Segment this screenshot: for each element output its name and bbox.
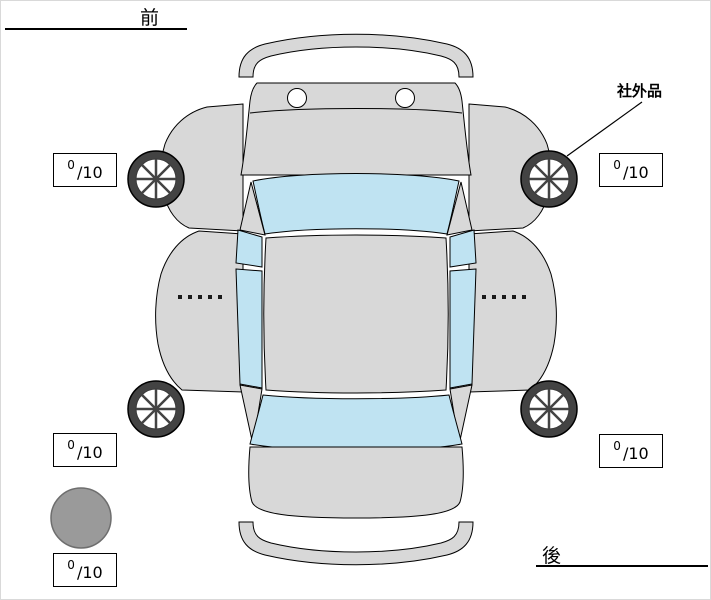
tread-value: 0 — [613, 439, 621, 453]
tread-value: 0 — [67, 438, 75, 452]
left-sill-dots — [178, 295, 222, 299]
tread-value: 0 — [67, 558, 75, 572]
tread-box-spare: 0/10 — [53, 553, 117, 587]
rear-bumper — [238, 521, 474, 566]
front-bumper — [238, 33, 474, 78]
front-label: 前 — [140, 7, 161, 29]
tread-box-front-left: 0/10 — [53, 153, 117, 187]
right-sill-dots — [482, 295, 526, 299]
hood-circle-left — [287, 88, 307, 108]
left-rear-door-glass — [235, 268, 263, 389]
tread-max: /10 — [76, 442, 103, 462]
right-rear-door-glass — [449, 268, 477, 389]
hood-circle-right — [395, 88, 415, 108]
windshield-glass — [252, 173, 460, 235]
right-rear-door-panel — [468, 230, 557, 393]
tread-max: /10 — [76, 162, 103, 182]
right-a-pillar — [446, 181, 473, 236]
front-right-wheel — [520, 150, 578, 208]
tread-value: 0 — [613, 158, 621, 172]
aftermarket-part-label: 社外品 — [617, 82, 663, 100]
hood-panel — [240, 82, 472, 176]
front-left-wheel — [127, 150, 185, 208]
left-rear-door-panel — [155, 230, 244, 393]
rear-window-glass — [249, 394, 463, 452]
tread-box-rear-right: 0/10 — [599, 434, 663, 468]
tread-value: 0 — [67, 158, 75, 172]
left-a-pillar — [239, 181, 266, 236]
rear-underline — [536, 565, 708, 567]
tread-box-front-right: 0/10 — [599, 153, 663, 187]
spare-tire-circle — [50, 487, 112, 549]
tread-max: /10 — [622, 162, 649, 182]
rear-left-wheel — [127, 380, 185, 438]
roof-panel — [263, 234, 449, 394]
right-front-door-glass — [449, 229, 477, 268]
aftermarket-leader-line — [566, 101, 643, 157]
front-underline — [5, 28, 187, 30]
trunk-panel — [248, 446, 464, 519]
hood-seam-line — [249, 108, 463, 114]
tread-box-rear-left: 0/10 — [53, 433, 117, 467]
tread-max: /10 — [622, 443, 649, 463]
rear-label: 後 — [542, 545, 563, 567]
tread-max: /10 — [76, 562, 103, 582]
rear-right-wheel — [520, 380, 578, 438]
left-front-door-glass — [235, 229, 263, 268]
